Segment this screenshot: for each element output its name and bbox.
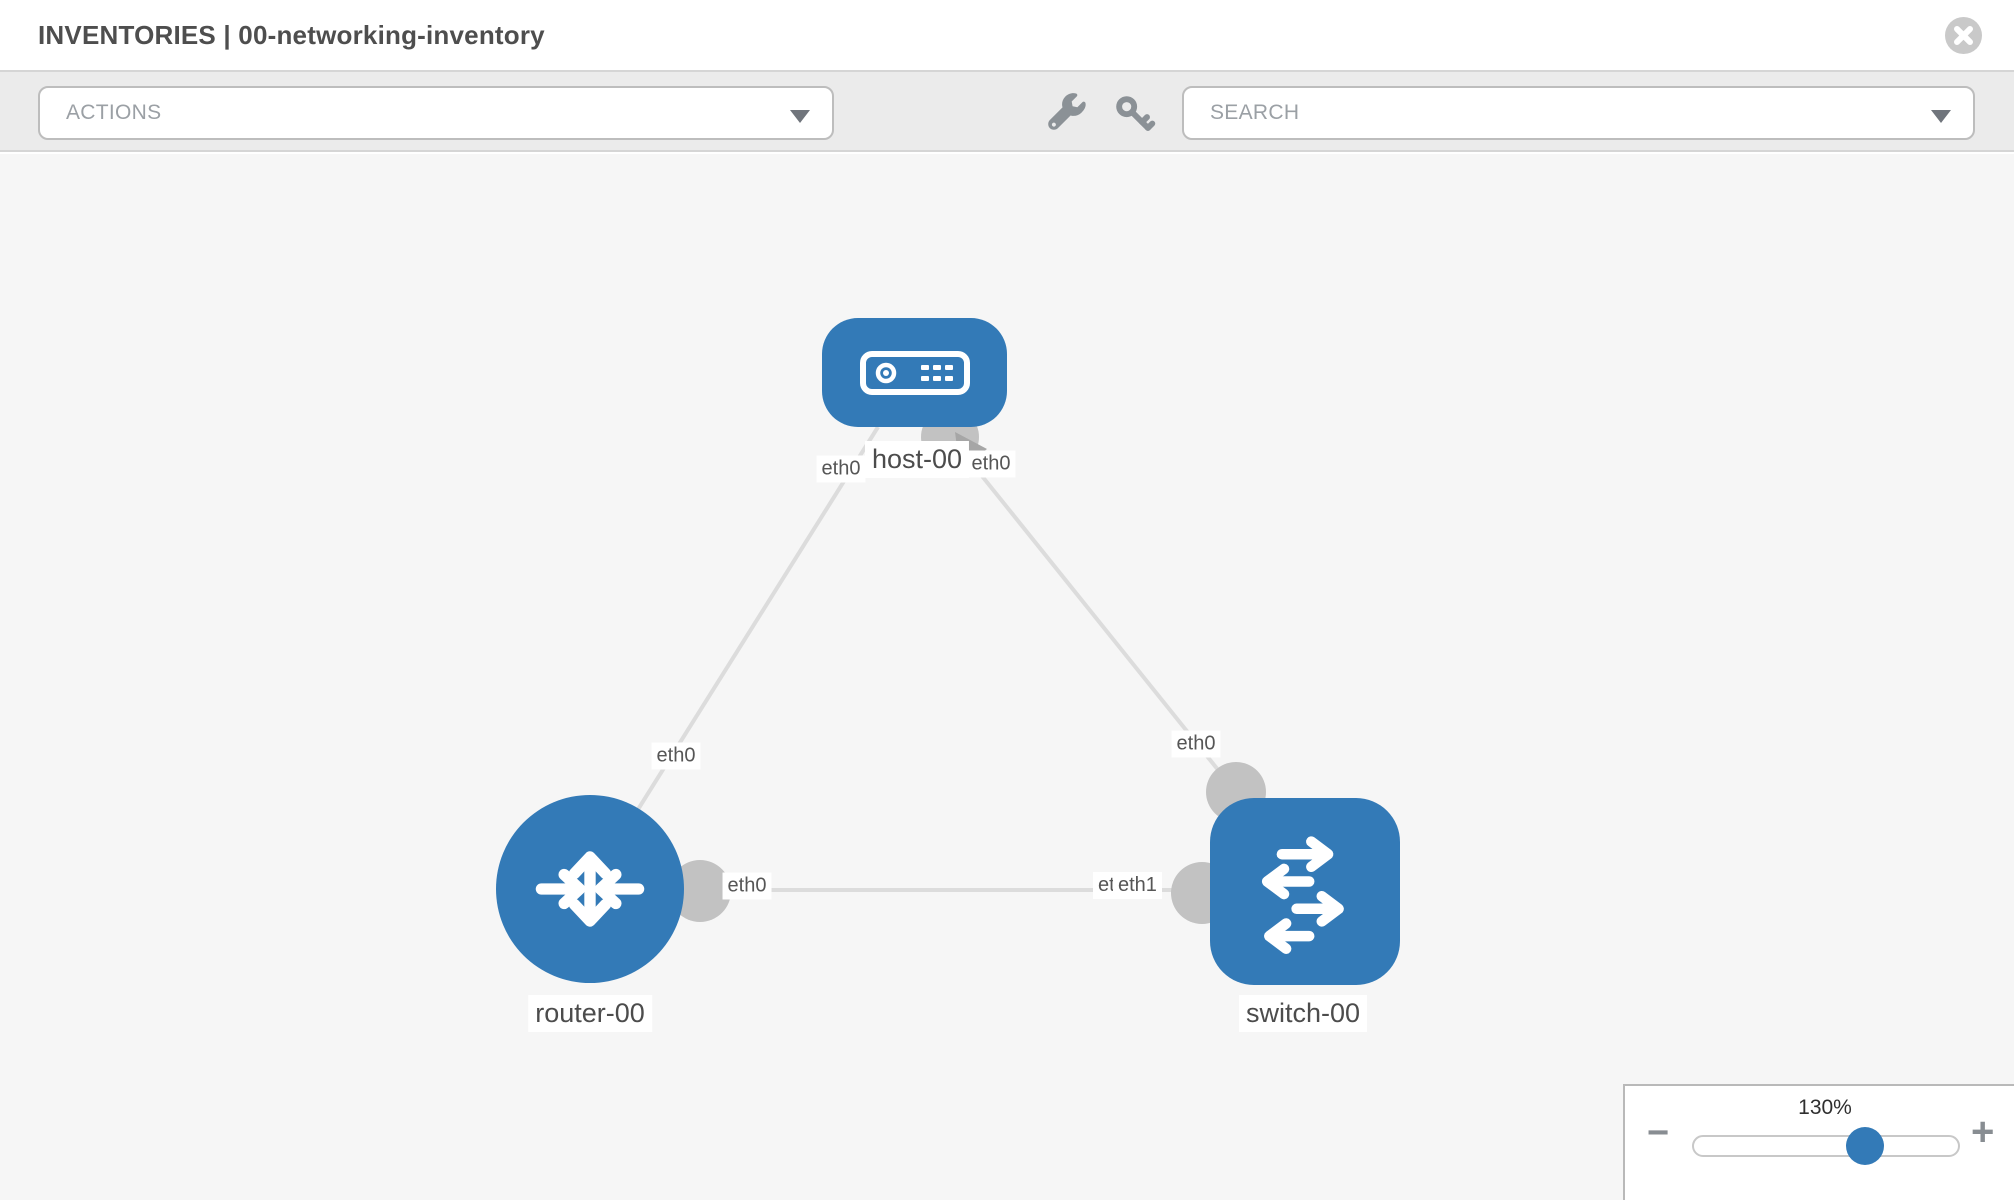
zoom-control-panel: 130% − + (1623, 1084, 2014, 1200)
zoom-in-button[interactable]: + (1971, 1112, 1994, 1152)
zoom-out-button[interactable]: − (1647, 1114, 1669, 1152)
interface-label: eth0 (722, 872, 772, 900)
wrench-icon (1048, 93, 1086, 130)
node-label-switch-00: switch-00 (1238, 995, 1368, 1032)
plus-icon: + (1971, 1110, 1995, 1154)
minus-icon: − (1647, 1112, 1670, 1154)
interface-label: eth0 (1171, 730, 1221, 758)
zoom-slider-thumb[interactable] (1846, 1127, 1884, 1165)
node-host-00[interactable] (822, 318, 1007, 427)
interface-label: eth0 (651, 742, 701, 770)
host-icon (859, 350, 970, 395)
zoom-level-label: 130% (1798, 1096, 1852, 1119)
close-button[interactable] (1945, 17, 1982, 54)
interface-label: eth1 (1113, 872, 1162, 899)
chevron-down-icon (790, 110, 810, 123)
configure-button[interactable] (1044, 92, 1088, 136)
node-switch-00[interactable] (1210, 798, 1400, 985)
topology-links-layer (560, 408, 1330, 924)
connector-dot-router (669, 860, 731, 922)
credentials-button[interactable] (1112, 92, 1156, 136)
close-icon (1954, 26, 1973, 45)
zoom-slider-track[interactable] (1692, 1135, 1960, 1157)
header: INVENTORIES | 00-networking-inventory (0, 0, 2014, 72)
node-label-router-00: router-00 (528, 995, 652, 1032)
switch-icon (1261, 835, 1344, 954)
actions-dropdown[interactable]: ACTIONS (38, 86, 834, 140)
node-router-00[interactable] (496, 795, 684, 983)
router-icon (535, 851, 645, 927)
toolbar: ACTIONS SEARCH (0, 72, 2014, 152)
search-dropdown[interactable]: SEARCH (1182, 86, 1975, 140)
link-host-router (603, 425, 880, 864)
key-icon (1116, 96, 1156, 131)
node-label-host-00: host-00 (864, 441, 970, 478)
search-dropdown-label: SEARCH (1210, 101, 1300, 124)
topology-canvas[interactable]: host-00 router-00 switch-00 eth0 eth0 et… (0, 154, 2014, 1200)
actions-dropdown-label: ACTIONS (66, 101, 162, 124)
interface-label: eth0 (816, 455, 866, 483)
page-title: INVENTORIES | 00-networking-inventory (38, 20, 545, 50)
interface-label: eth0 (966, 450, 1016, 478)
chevron-down-icon (1931, 110, 1951, 123)
